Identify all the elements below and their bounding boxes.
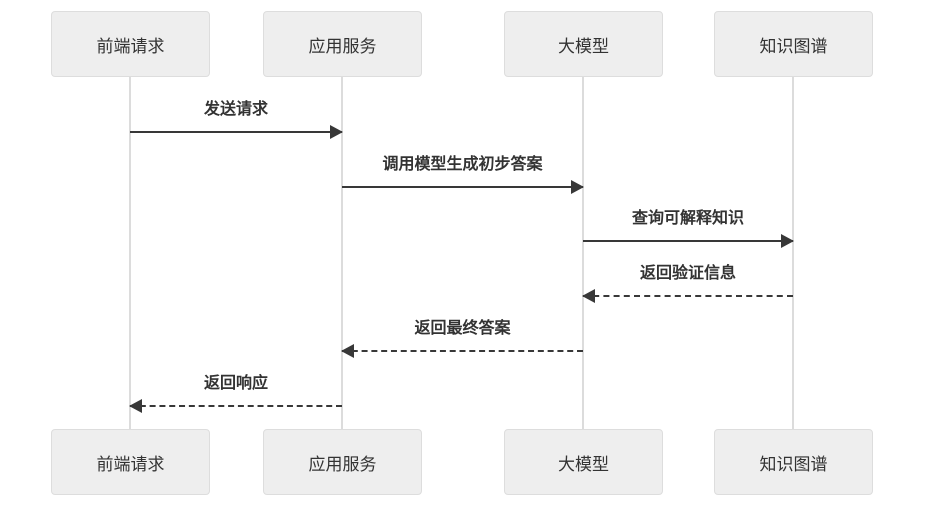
- actor-bottom-large-model: 大模型: [504, 429, 663, 495]
- message-return-final-answer: 返回最终答案: [341, 319, 583, 358]
- arrowhead-left-icon: [582, 289, 595, 303]
- dashed-arrow-line: [341, 344, 583, 358]
- lifeline-knowledge-graph: [792, 77, 794, 429]
- actor-bottom-knowledge-graph: 知识图谱: [714, 429, 873, 495]
- message-label: 调用模型生成初步答案: [382, 156, 543, 173]
- message-send-request: 发送请求: [130, 100, 343, 139]
- lifeline-frontend-request: [129, 77, 131, 429]
- actor-bottom-frontend-request: 前端请求: [51, 429, 210, 495]
- message-label: 返回响应: [203, 375, 268, 392]
- actor-top-app-service: 应用服务: [263, 11, 422, 77]
- arrowhead-right-icon: [781, 234, 794, 248]
- message-label: 发送请求: [203, 101, 268, 118]
- actor-bottom-app-service: 应用服务: [263, 429, 422, 495]
- dashed-arrow-line: [129, 399, 342, 413]
- arrowhead-right-icon: [571, 180, 584, 194]
- actor-top-large-model: 大模型: [504, 11, 663, 77]
- arrowhead-left-icon: [129, 399, 142, 413]
- message-return-response: 返回响应: [129, 374, 342, 413]
- lifeline-large-model: [582, 77, 584, 429]
- dashed-arrow-line: [582, 289, 793, 303]
- actor-top-frontend-request: 前端请求: [51, 11, 210, 77]
- actor-top-knowledge-graph: 知识图谱: [714, 11, 873, 77]
- message-return-verification-info: 返回验证信息: [582, 264, 793, 303]
- lifeline-app-service: [341, 77, 343, 429]
- message-query-explainable-knowledge: 查询可解释知识: [583, 209, 794, 248]
- solid-arrow-line: [342, 180, 584, 194]
- message-call-model-generate-draft-answer: 调用模型生成初步答案: [342, 155, 584, 194]
- solid-arrow-line: [130, 125, 343, 139]
- arrowhead-right-icon: [330, 125, 343, 139]
- arrowhead-left-icon: [341, 344, 354, 358]
- message-label: 查询可解释知识: [631, 210, 744, 227]
- message-label: 返回验证信息: [639, 265, 736, 282]
- solid-arrow-line: [583, 234, 794, 248]
- message-label: 返回最终答案: [414, 320, 511, 337]
